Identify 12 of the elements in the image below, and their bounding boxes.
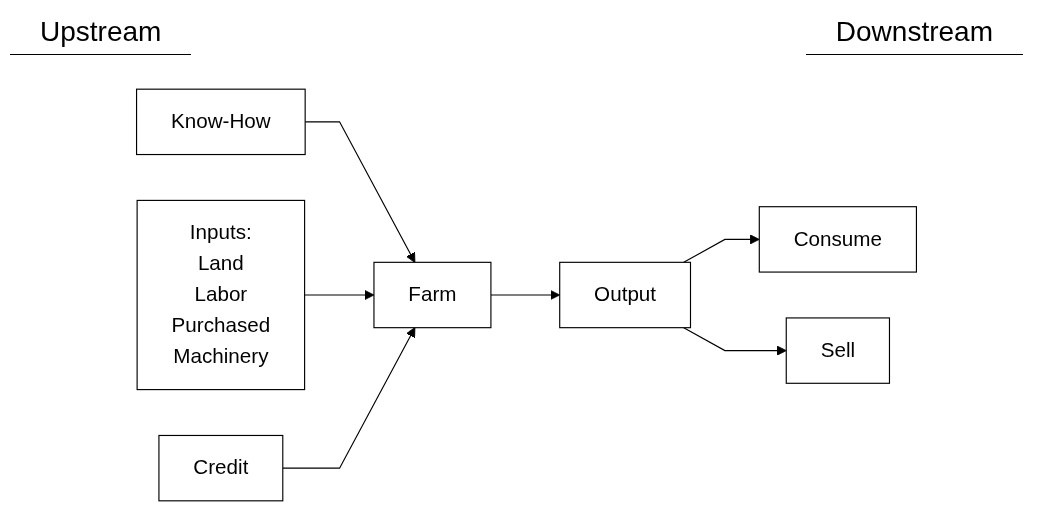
node-box: Farm [373, 261, 492, 329]
section-heading: Upstream [10, 16, 192, 55]
node-box: Sell [785, 317, 891, 384]
arrow [683, 327, 787, 356]
arrow [683, 234, 760, 263]
arrow [282, 327, 416, 469]
node-box: Inputs: Land Labor Purchased Machinery [136, 199, 306, 391]
node-box: Know-How [136, 88, 306, 156]
node-box: Credit [158, 434, 284, 502]
section-heading: Downstream [805, 16, 1023, 55]
node-box: Output [559, 261, 692, 329]
node-box: Consume [758, 206, 917, 273]
